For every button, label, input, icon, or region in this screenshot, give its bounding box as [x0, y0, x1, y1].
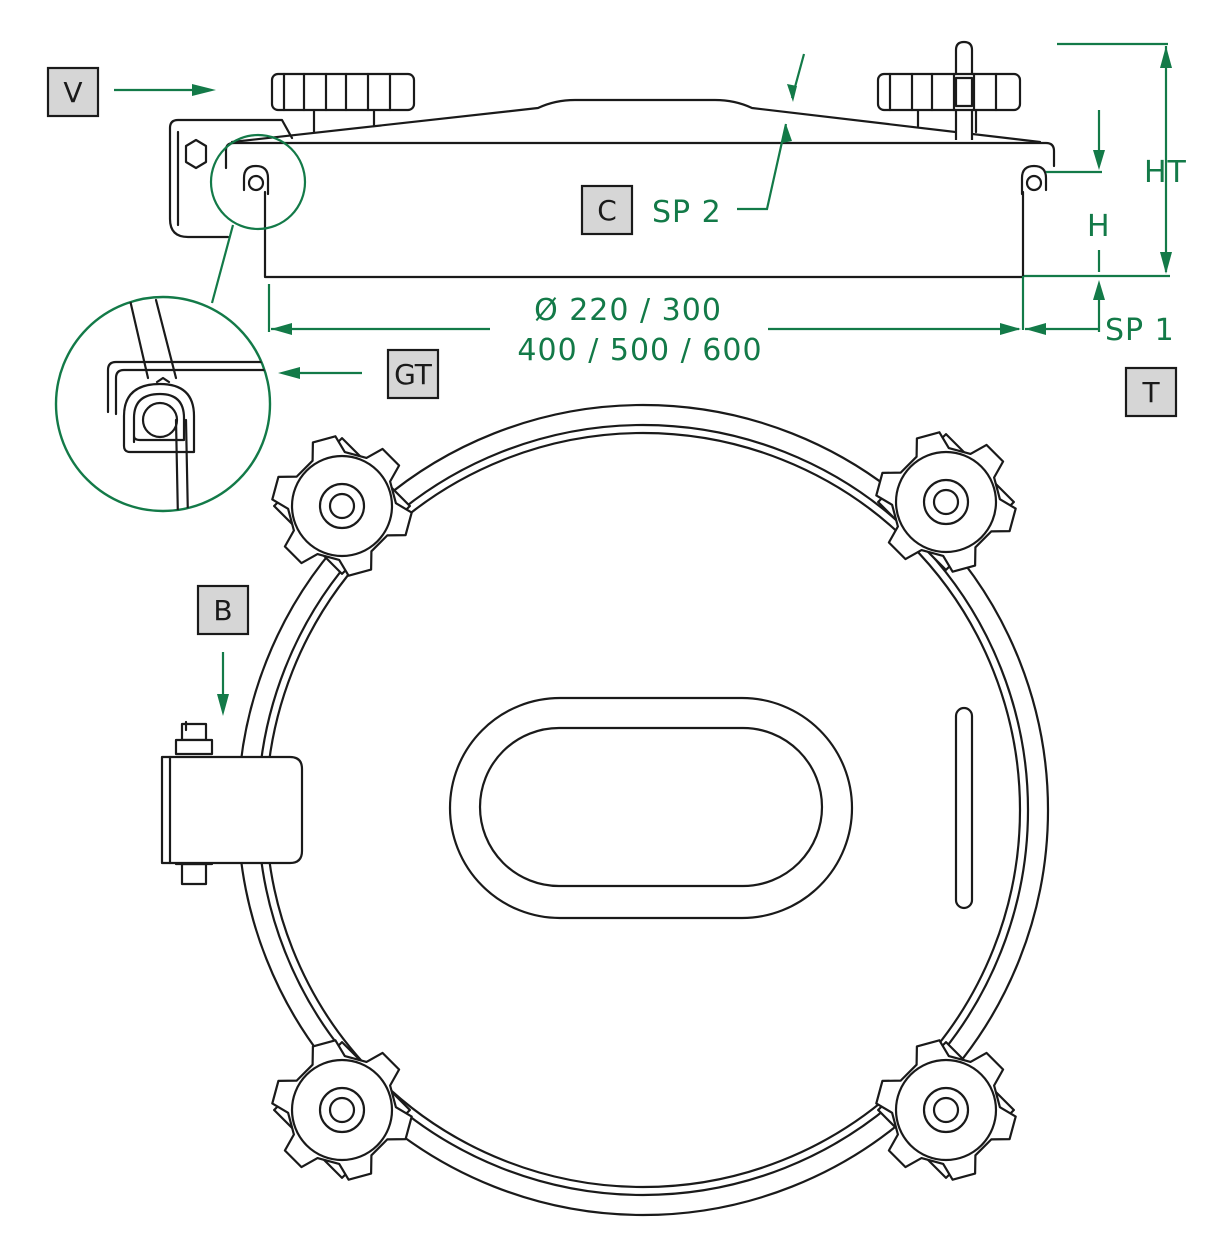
vent-slot — [954, 706, 974, 910]
tag-gt: GT — [386, 348, 440, 400]
top-view — [160, 403, 1050, 1217]
svg-text:B: B — [213, 594, 232, 627]
handwheel-bottom-left — [271, 1039, 413, 1181]
tags: V C GT T B — [46, 66, 1178, 636]
oval-recess-outer — [448, 696, 854, 920]
tag-t: T — [1124, 366, 1178, 418]
handwheel-side-left — [270, 72, 416, 134]
svg-text:GT: GT — [394, 358, 433, 391]
oval-recess-inner — [478, 726, 824, 888]
svg-text:T: T — [1141, 376, 1160, 409]
handwheel-bottom-right — [875, 1039, 1017, 1181]
label-h: H — [1087, 209, 1111, 244]
lid-flange — [224, 141, 1056, 170]
lid-dome — [230, 98, 1042, 144]
dimensions: SP 2 HT H SP 1 Ø 220 / 300 400 / 500 / 6… — [114, 42, 1187, 716]
svg-text:V: V — [63, 76, 82, 109]
label-diameter-line1: Ø 220 / 300 — [534, 293, 722, 328]
label-diameter-line2: 400 / 500 / 600 — [517, 333, 762, 368]
svg-text:C: C — [597, 194, 617, 227]
arrow-right-icon — [192, 84, 216, 96]
hinge-bracket — [168, 118, 294, 239]
tag-c: C — [580, 184, 634, 236]
handwheel-top-right — [875, 431, 1017, 573]
handwheel-top-left — [271, 435, 413, 577]
label-sp1: SP 1 — [1105, 313, 1175, 348]
seal-detail — [54, 295, 272, 513]
rolled-edge-left — [242, 164, 270, 196]
label-ht: HT — [1144, 155, 1187, 190]
hex-nut-icon — [184, 138, 208, 170]
label-sp2: SP 2 — [652, 195, 722, 230]
tag-b: B — [196, 584, 250, 636]
detail-marker-circle — [209, 133, 307, 231]
hinge-clamp — [160, 720, 304, 886]
side-view — [168, 40, 1056, 279]
tag-v: V — [46, 66, 100, 118]
handwheel-side-right — [876, 40, 1022, 140]
rolled-edge-right — [1020, 164, 1048, 196]
body-shell — [263, 190, 1025, 279]
